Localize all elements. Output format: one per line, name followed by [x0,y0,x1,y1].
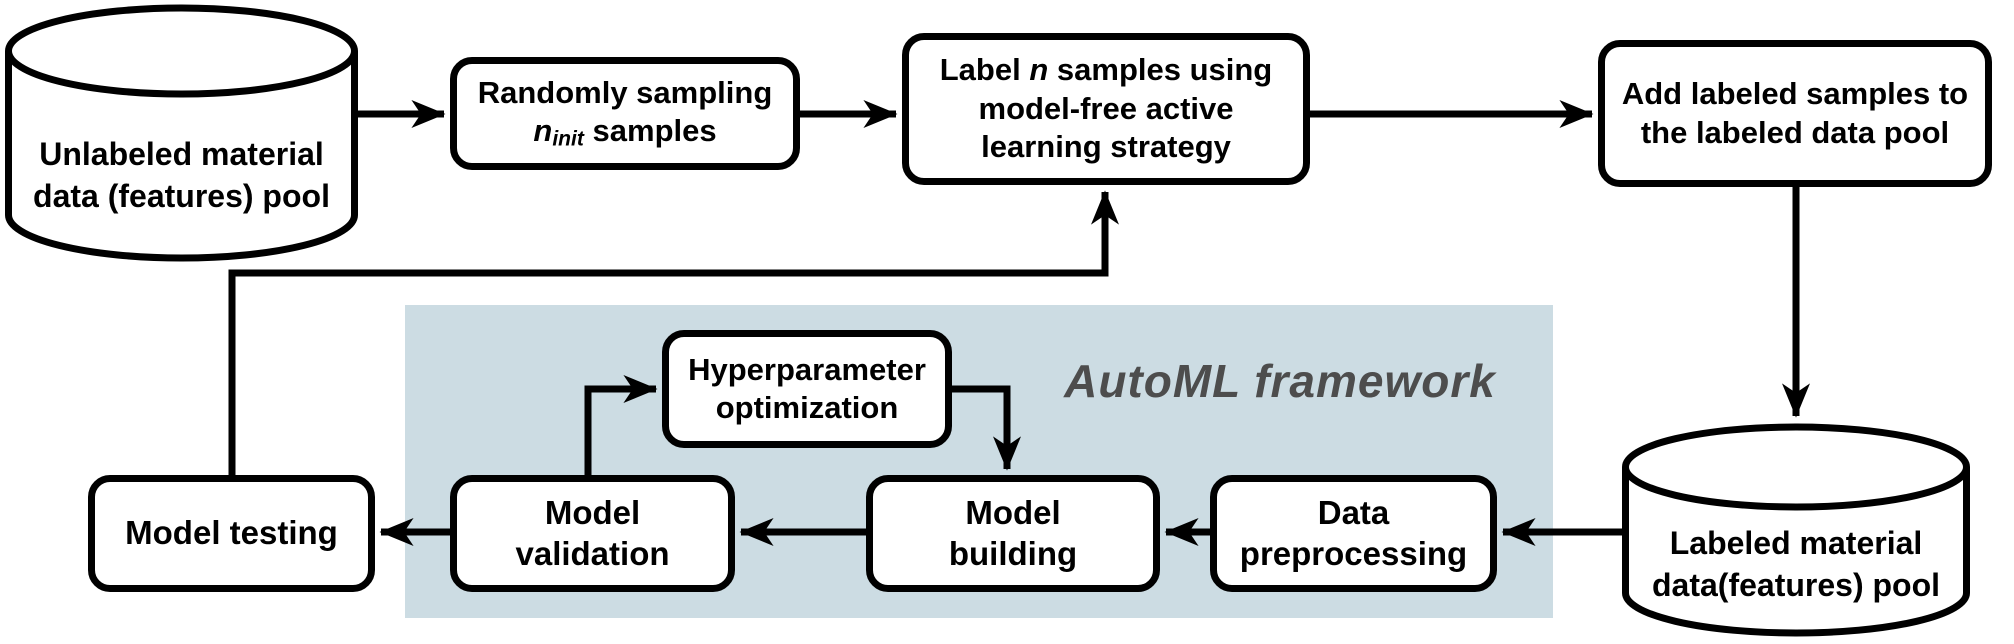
labeled-data-pool-cylinder: Labeled material data(features) pool [1622,423,1970,640]
automl-framework-label: AutoML framework [1064,355,1496,407]
unlabeled-pool-label: Unlabeled material data (features) pool [33,136,330,214]
hyperparameter-optimization-box: Hyperparameter optimization [662,330,952,448]
cylinder-shape-icon [1622,423,1970,637]
model-building-box: Model building [866,475,1160,592]
model-validation-box: Model validation [450,475,735,592]
cylinder-shape-icon [5,4,358,262]
label-samples-box: Label n samples using model-free active … [902,33,1310,185]
n-init-symbol: n [533,113,553,149]
unlabeled-data-pool-cylinder: Unlabeled material data (features) pool [5,4,358,262]
randomly-sampling-box: Randomly sampling ninit samples [450,57,800,170]
add-labeled-samples-box: Add labeled samples to the labeled data … [1598,40,1992,187]
n-symbol: n [1029,52,1049,88]
model-testing-box: Model testing [88,475,375,592]
init-subscript: init [552,127,584,151]
labeled-pool-label: Labeled material data(features) pool [1651,525,1941,603]
data-preprocessing-box: Data preprocessing [1210,475,1497,592]
